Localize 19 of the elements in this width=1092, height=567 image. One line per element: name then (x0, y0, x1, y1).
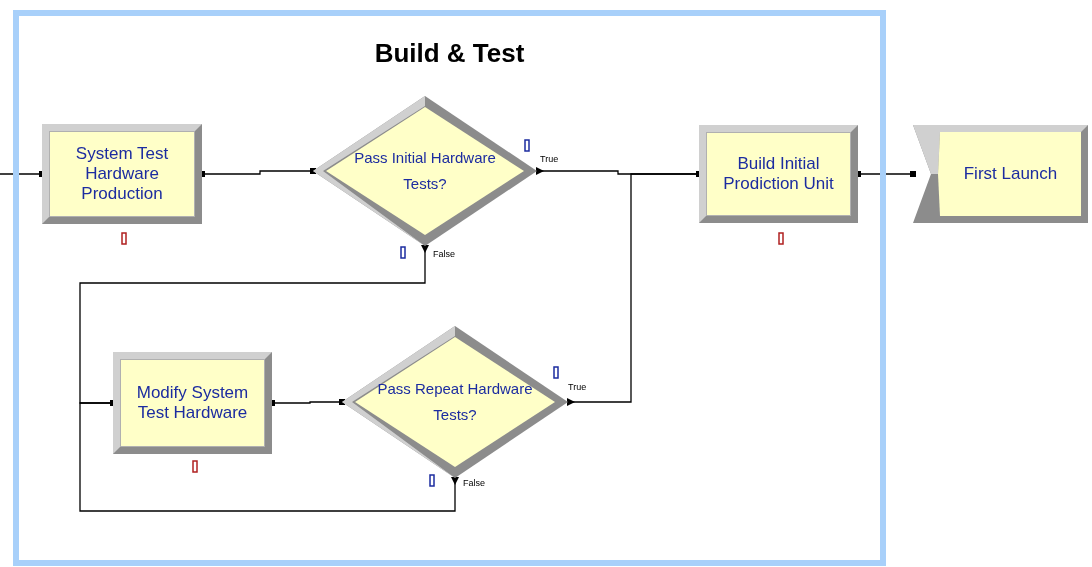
connector (79, 400, 459, 512)
edge-label: False (433, 249, 455, 259)
node-label: Modify System Test Hardware (135, 383, 250, 423)
group-frame (13, 10, 886, 566)
node-label: Pass Initial Hardware Tests? (353, 148, 497, 194)
edge-label: True (568, 382, 587, 392)
edge-label: True (540, 154, 559, 164)
edge-label: False (463, 478, 485, 488)
node-label: Pass Repeat Hardware Tests? (376, 379, 534, 425)
process-box (113, 352, 272, 454)
decision-diamond (342, 326, 568, 478)
node-label: First Launch (963, 164, 1058, 184)
decision-diamond (313, 96, 537, 246)
node-label: Build Initial Prodiction Unit (722, 154, 835, 194)
dispose-box (913, 125, 1088, 223)
node-label: System Test Hardware Production (74, 144, 170, 204)
process-box (42, 124, 202, 224)
process-box (699, 125, 858, 223)
group-title: Build & Test (373, 38, 526, 69)
